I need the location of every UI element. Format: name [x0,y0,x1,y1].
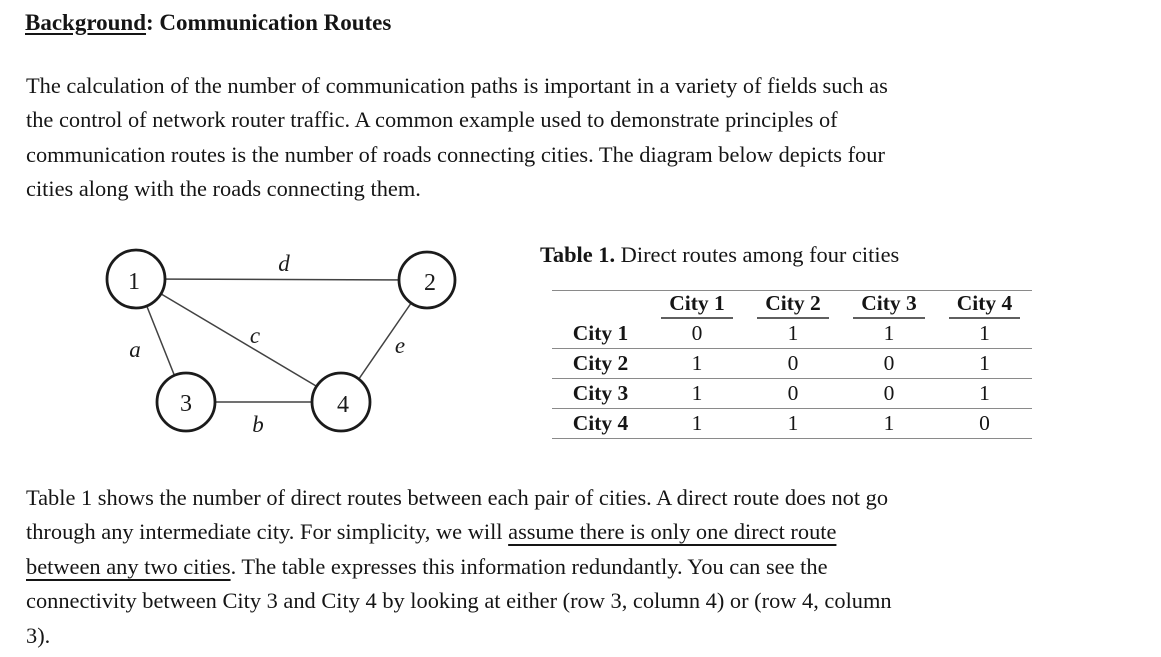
node-labels: 1 2 3 4 [128,269,436,418]
header-row: City 1 City 2 City 3 City 4 [552,290,1032,319]
column-header-city1: City 1 [649,290,745,319]
intro-line-3: communication routes is the number of ro… [26,141,885,167]
table-row-city2: City 2 1 0 0 1 [552,348,1032,379]
table-cell: 0 [649,319,745,349]
table-caption-number: Table 1. [540,242,616,267]
routes-table: City 1 City 2 City 3 City 4 City 1 0 1 1… [552,290,1032,439]
city-node-2-label: 2 [424,270,436,296]
table-cell: 1 [649,348,745,379]
row-label: City 4 [552,408,649,439]
column-header-label: City 4 [948,291,1021,319]
body-line-3-normal: . The table expresses this information r… [230,553,828,579]
column-header-label: City 3 [853,291,925,319]
title-rest: : Communication Routes [146,10,392,35]
table-row-city4: City 4 1 1 1 0 [552,408,1032,439]
table-cell: 1 [649,378,745,409]
column-header-city3: City 3 [841,290,937,319]
body-paragraph: Table 1 shows the number of direct route… [26,481,892,653]
row-label: City 3 [552,378,649,409]
table-cell: 0 [841,378,937,409]
city-graph-diagram: 1 2 3 4 d a c b e [105,248,457,437]
table-caption-text: Direct routes among four cities [615,242,900,267]
table-cell: 1 [937,378,1032,409]
column-header-city2: City 2 [745,290,841,319]
column-header-label: City 2 [757,291,829,319]
road-edge-e-label: e [395,333,405,358]
city-nodes [105,248,457,433]
table-cell: 0 [937,408,1032,439]
road-edge-c-label: c [250,323,260,348]
road-edge-b-label: b [252,412,264,437]
column-header-label: City 1 [661,291,733,319]
table-cell: 1 [745,319,841,349]
city-node-4 [310,371,372,433]
body-line-3: between any two cities. The table expres… [26,550,892,584]
city-node-2 [397,250,457,310]
table-cell: 1 [841,319,937,349]
table-cell: 1 [937,319,1032,349]
body-line-2: through any intermediate city. For simpl… [26,515,892,549]
table-cell: 0 [841,348,937,379]
table-cell: 1 [841,408,937,439]
intro-line-4: cities along with the roads connecting t… [26,176,421,202]
road-edge-d [135,278,428,281]
table-caption: Table 1. Direct routes among four cities [540,240,899,270]
road-edge-d-label: d [278,251,290,276]
body-line-1: Table 1 shows the number of direct route… [26,485,889,510]
intro-line-1: The calculation of the number of communi… [26,73,888,98]
intro-paragraph: The calculation of the number of communi… [26,69,888,207]
table-cell: 0 [745,348,841,379]
column-header-city4: City 4 [937,290,1032,319]
table-row-city3: City 3 1 0 0 1 [552,378,1032,409]
body-line-2-underlined: assume there is only one direct route [508,519,837,545]
body-line-2-normal: through any intermediate city. For simpl… [26,519,509,545]
page-title: Background: Communication Routes [25,8,391,38]
corner-cell [552,290,649,319]
table-row-city1: City 1 0 1 1 1 [552,319,1032,349]
body-line-5: 3). [26,622,51,648]
intro-line-2: the control of network router traffic. A… [26,107,838,133]
body-line-3-underlined: between any two cities [26,553,231,579]
table-cell: 1 [649,408,745,439]
city-node-1 [105,248,167,310]
table-cell: 1 [937,348,1032,379]
table-cell: 0 [745,378,841,409]
edge-labels: d a c b e [129,251,405,437]
table-cell: 1 [745,408,841,439]
road-edge-c [135,278,344,403]
city-node-3-label: 3 [180,391,192,417]
road-edge-a-label: a [129,337,141,362]
title-underlined-word: Background [25,10,147,35]
body-line-4: connectivity between City 3 and City 4 b… [26,588,892,614]
city-node-1-label: 1 [128,269,140,295]
row-label: City 1 [552,319,649,349]
city-node-4-label: 4 [337,392,349,418]
city-node-3 [155,371,217,433]
row-label: City 2 [552,348,649,379]
